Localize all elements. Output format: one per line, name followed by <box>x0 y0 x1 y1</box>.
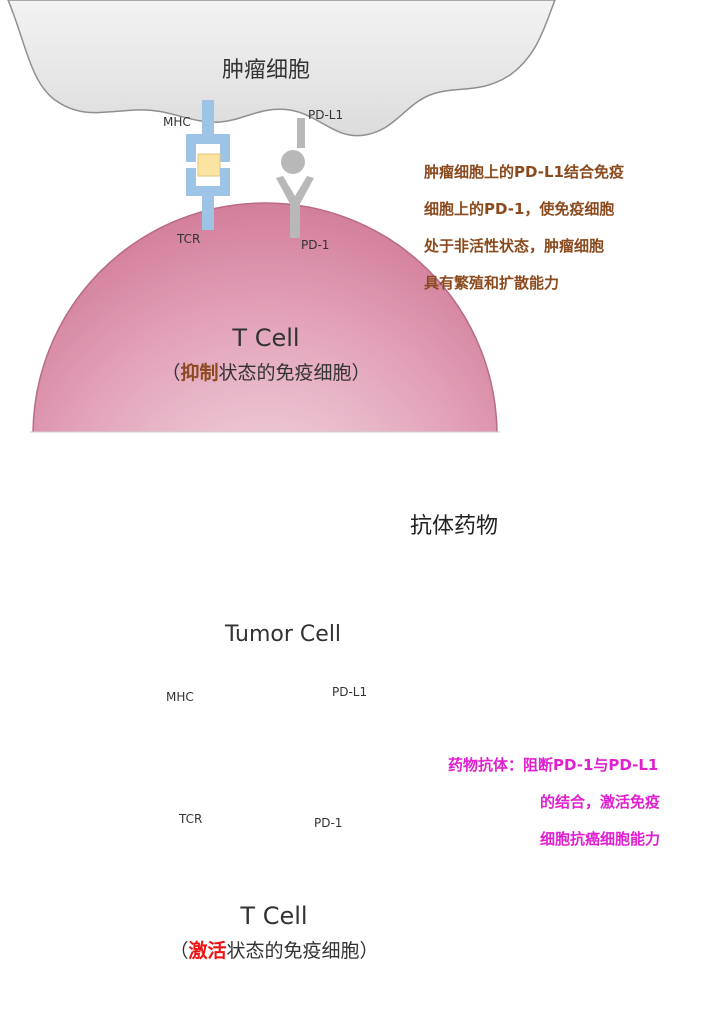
top-tcell-title: T Cell <box>232 324 300 352</box>
bottom-tcell-title: T Cell <box>240 902 308 930</box>
drug-label: 抗体药物 <box>410 514 499 539</box>
top-antigen-block <box>197 153 221 177</box>
bottom-tcell-sub-rest: 状态的免疫细胞） <box>226 940 379 962</box>
bottom-tcell-sub-open: （ <box>169 940 189 962</box>
top-tcell-state: 抑制 <box>180 362 219 384</box>
top-pdl1-pd1-pair <box>276 118 314 238</box>
bottom-tcell-state: 激活 <box>188 940 227 962</box>
bottom-mhc-label: MHC <box>166 690 194 704</box>
top-tcell-subtitle: （抑制状态的免疫细胞） <box>106 358 426 385</box>
bottom-note-cont: 的结合，激活免疫 细胞抗癌细胞能力 <box>540 784 660 858</box>
top-panel <box>7 0 556 433</box>
top-note-line-2: 细胞上的PD-1，使免疫细胞 <box>424 200 615 218</box>
top-mhc-label: MHC <box>163 115 191 129</box>
top-note: 肿瘤细胞上的PD-L1结合免疫 细胞上的PD-1，使免疫细胞 处于非活性状态，肿… <box>424 154 624 302</box>
bottom-note-line-2: 的结合，激活免疫 <box>540 793 661 811</box>
bottom-note-line-3: 细胞抗癌细胞能力 <box>540 830 661 848</box>
top-tcell-body <box>32 202 498 432</box>
bottom-note-line-1: 药物抗体：阻断PD-1与PD-L1 <box>448 756 659 774</box>
top-tcell-sub-rest: 状态的免疫细胞） <box>218 362 371 384</box>
top-tcell-sub-open: （ <box>161 362 181 384</box>
bottom-tumor-label: Tumor Cell <box>224 622 342 647</box>
bottom-tcr-label: TCR <box>179 812 203 826</box>
bottom-tcell-subtitle: （激活状态的免疫细胞） <box>114 936 434 963</box>
bottom-pd1-label: PD-1 <box>314 816 343 830</box>
top-pd1-label: PD-1 <box>301 238 330 252</box>
bottom-note: 药物抗体：阻断PD-1与PD-L1 <box>448 747 658 784</box>
top-pdl1-label: PD-L1 <box>308 108 344 122</box>
top-mhc-tcr-complex <box>186 100 230 230</box>
top-tumor-cell <box>7 0 556 137</box>
top-note-line-4: 具有繁殖和扩散能力 <box>424 274 560 292</box>
top-note-line-3: 处于非活性状态，肿瘤细胞 <box>424 237 605 255</box>
top-tcr-label: TCR <box>177 232 201 246</box>
top-tumor-label: 肿瘤细胞 <box>221 58 310 83</box>
top-note-line-1: 肿瘤细胞上的PD-L1结合免疫 <box>424 163 624 181</box>
bottom-pdl1-label: PD-L1 <box>332 685 368 699</box>
